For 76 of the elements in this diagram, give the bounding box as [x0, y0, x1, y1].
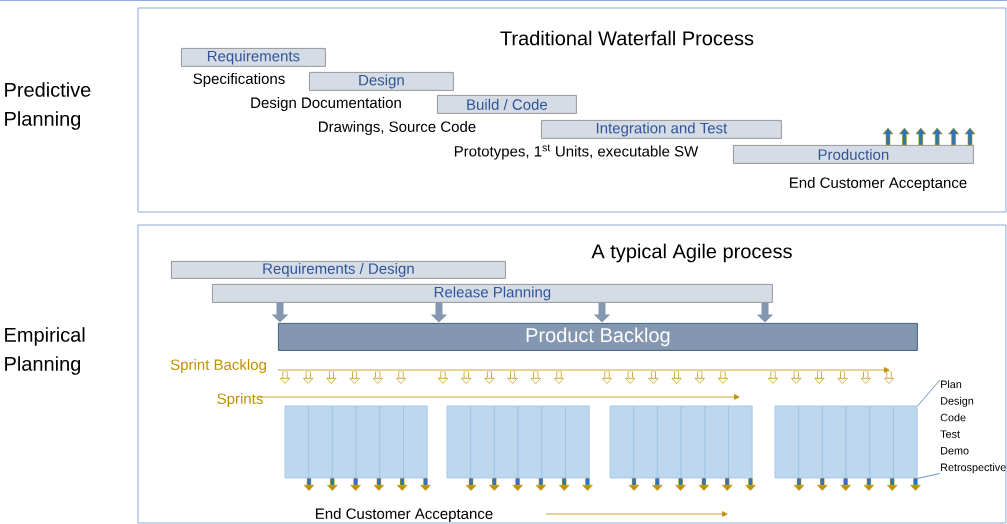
planning-label: Empirical Planning — [5, 327, 85, 375]
panel-title: Traditional Waterfall Process — [500, 30, 754, 46]
leader-line — [917, 473, 941, 479]
phase-bar: Requirements — [181, 48, 326, 67]
down-arrow — [694, 371, 705, 384]
down-arrow — [745, 478, 756, 491]
backlog-line: Sprint Backlog — [170, 359, 890, 373]
down-arrow — [767, 371, 779, 384]
down-arrow — [512, 478, 523, 491]
down-arrow — [437, 371, 449, 384]
down-arrow — [886, 478, 898, 491]
down-arrow — [840, 478, 851, 491]
deliverable-label: Specifications — [193, 73, 285, 87]
deliverable-label: Drawings, Source Code — [319, 121, 476, 135]
phase-bar: Production — [733, 145, 974, 164]
down-arrow — [671, 371, 682, 384]
phase-bar: Design — [309, 72, 454, 91]
down-arrow — [395, 371, 407, 384]
down-arrow — [675, 478, 686, 491]
down-arrow — [489, 478, 500, 491]
phase-bar: Integration and Test — [541, 120, 782, 139]
phase-bar: Release Planning — [212, 284, 773, 303]
activity-list: Plan Design Code Test Demo Retrospective — [940, 380, 1006, 474]
panel — [137, 224, 1007, 524]
down-arrow — [791, 371, 802, 384]
down-arrow — [530, 371, 541, 384]
down-arrow — [372, 371, 383, 384]
down-arrow — [883, 371, 895, 384]
phase-bar: Build / Code — [437, 95, 577, 114]
down-arrow — [397, 478, 408, 491]
down-arrow — [817, 478, 828, 491]
panel — [137, 7, 1007, 213]
deliverable-label: Prototypes, 1$^{st}$ Units, executable SW — [454, 144, 699, 160]
down-arrow — [279, 371, 291, 384]
down-arrow — [910, 478, 921, 491]
down-arrow — [507, 371, 518, 384]
sprint-block — [774, 405, 918, 479]
down-arrow — [303, 371, 314, 384]
down-arrow — [601, 371, 613, 384]
deliverable-label: End Customer Acceptance — [790, 177, 967, 191]
phase-bar: Requirements / Design — [171, 261, 506, 279]
deliverable-label: End Customer Acceptance — [316, 508, 493, 522]
down-arrow — [582, 478, 593, 491]
down-arrow — [698, 478, 710, 491]
down-arrow — [535, 478, 547, 491]
down-arrow — [863, 478, 875, 491]
down-arrow — [652, 478, 663, 491]
down-arrow — [837, 371, 848, 384]
down-arrow — [625, 371, 636, 384]
down-arrow — [326, 371, 337, 384]
down-arrow — [721, 478, 733, 491]
down-arrow — [553, 371, 565, 384]
sprint-block — [609, 405, 753, 479]
down-arrow — [461, 371, 472, 384]
down-arrow — [648, 371, 659, 384]
down-arrow — [558, 478, 570, 491]
down-arrow — [628, 478, 640, 491]
down-arrow — [717, 371, 729, 384]
sprint-block — [446, 405, 590, 479]
leader-line — [917, 379, 941, 407]
down-arrow — [484, 371, 495, 384]
down-arrow — [373, 478, 385, 491]
panel-title: A typical Agile process — [591, 243, 792, 263]
down-arrow — [303, 478, 315, 491]
down-arrow — [350, 478, 361, 491]
flow-label: Sprints — [217, 393, 263, 407]
down-arrow — [793, 478, 805, 491]
down-arrow — [327, 478, 338, 491]
down-arrow — [465, 478, 477, 491]
down-arrow — [860, 371, 871, 384]
down-arrow — [420, 478, 431, 491]
down-arrow — [814, 371, 825, 384]
sprint-block — [284, 405, 428, 479]
deliverable-label: Design Documentation — [251, 97, 401, 111]
planning-label: Predictive Planning — [5, 82, 91, 130]
down-arrow — [349, 371, 360, 384]
